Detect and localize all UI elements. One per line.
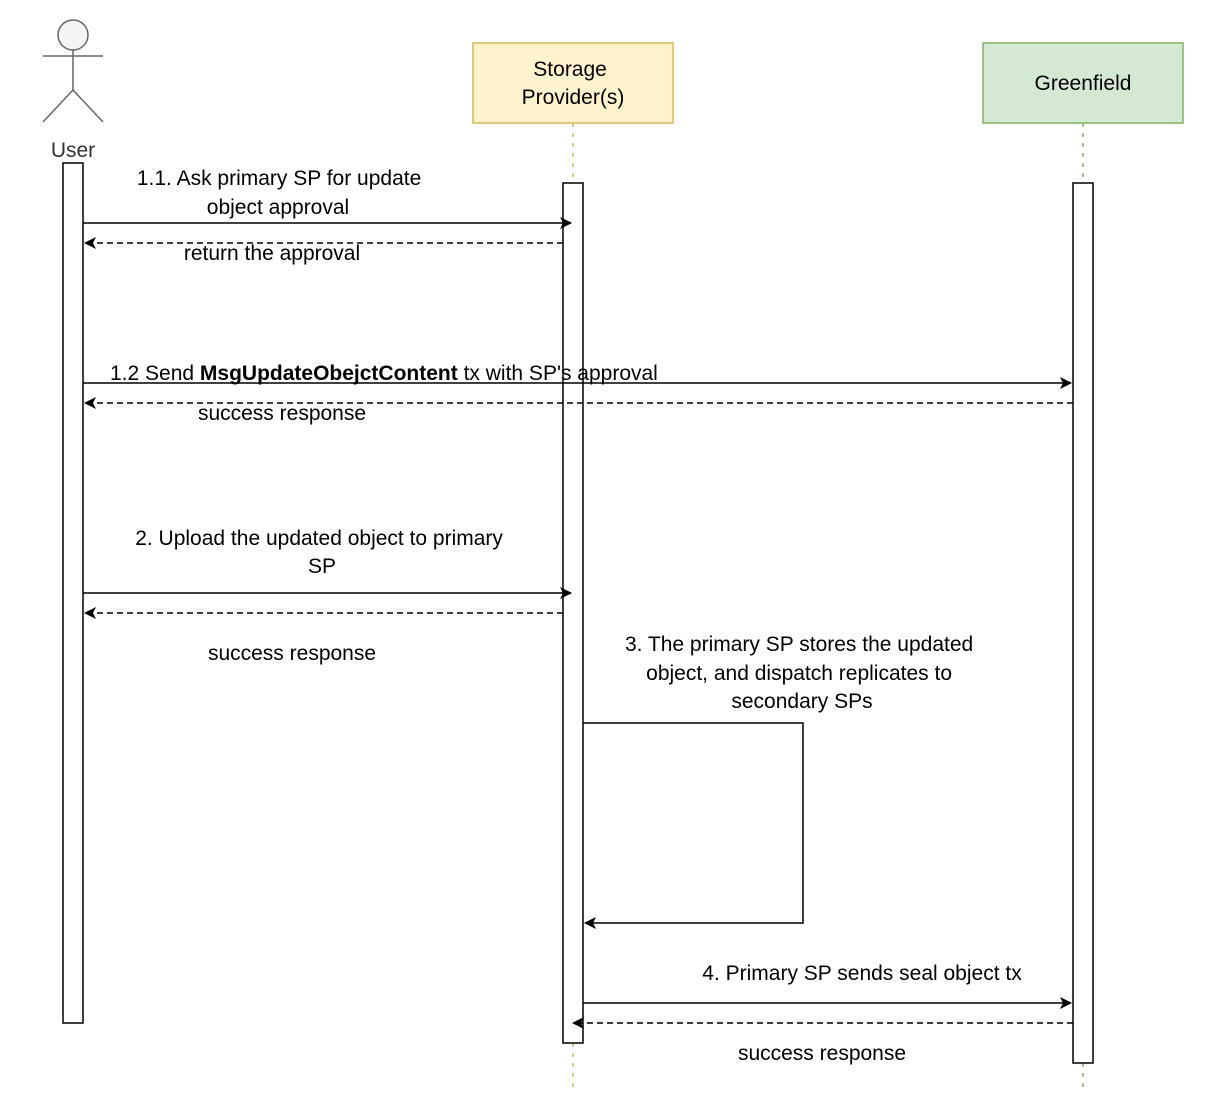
greenfield-header-label: Greenfield bbox=[1035, 72, 1132, 95]
message-1-2-suffix: tx with SP's approval bbox=[458, 362, 658, 385]
message-3-line-3: secondary SPs bbox=[731, 690, 872, 713]
return-4-label: success response bbox=[738, 1042, 906, 1065]
message-3-line-2: object, and dispatch replicates to bbox=[646, 662, 952, 685]
message-3-self-arrow bbox=[583, 722, 804, 929]
message-3-line-1: 3. The primary SP stores the updated bbox=[625, 633, 973, 656]
message-1-1-line-1: 1.1. Ask primary SP for update bbox=[137, 167, 421, 190]
user-actor-head bbox=[57, 19, 89, 51]
user-actor: User bbox=[42, 19, 104, 162]
return-2-label: success response bbox=[208, 642, 376, 665]
message-1-1-line-2: object approval bbox=[207, 196, 349, 219]
user-actor-right-leg bbox=[72, 89, 104, 123]
storage-provider-label-line-2: Provider(s) bbox=[522, 86, 625, 109]
message-1-1-label: 1.1. Ask primary SP for update object ap… bbox=[137, 167, 427, 219]
return-1-1-label: return the approval bbox=[184, 242, 360, 265]
user-activation-bar bbox=[62, 162, 84, 1024]
storage-provider-header-box bbox=[472, 42, 674, 124]
user-actor-label: User bbox=[51, 139, 95, 162]
message-3-label: 3. The primary SP stores the updated obj… bbox=[625, 633, 979, 713]
message-2-line-1: 2. Upload the updated object to primary bbox=[135, 527, 503, 550]
greenfield-participant: Greenfield bbox=[982, 42, 1184, 124]
message-2-line-2: SP bbox=[308, 555, 336, 578]
storage-provider-header-label: Storage Provider(s) bbox=[522, 58, 625, 109]
return-1-2-label: success response bbox=[198, 402, 366, 425]
message-1-2-bold-msg: MsgUpdateObejctContent bbox=[200, 362, 458, 385]
greenfield-activation-bar bbox=[1072, 182, 1094, 1064]
storage-provider-participant: Storage Provider(s) bbox=[472, 42, 674, 124]
storage-provider-activation-bar bbox=[562, 182, 584, 1044]
greenfield-header-box bbox=[982, 42, 1184, 124]
message-1-2-prefix: 1.2 Send bbox=[110, 362, 200, 385]
storage-provider-label-line-1: Storage bbox=[533, 58, 607, 81]
user-actor-left-leg bbox=[42, 89, 74, 123]
message-1-2-label: 1.2 Send MsgUpdateObejctContent tx with … bbox=[110, 362, 658, 385]
message-4-label: 4. Primary SP sends seal object tx bbox=[702, 962, 1022, 985]
message-2-label: 2. Upload the updated object to primary … bbox=[135, 527, 509, 578]
